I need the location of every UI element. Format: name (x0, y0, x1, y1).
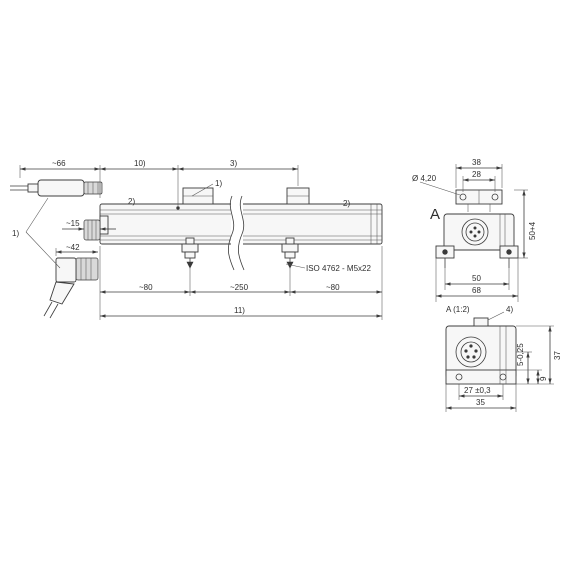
mounting-clamp-1 (181, 237, 199, 269)
dim-hole: Ø 4,20 (412, 174, 437, 183)
dim-width: 35 (476, 398, 485, 407)
dim-feet: 50 (472, 274, 481, 283)
dim-bracket-inner: 28 (472, 170, 481, 179)
side-view: ~66 10) 3) 1) 2) 2) 1) ~15 ~42 ISO 4762 … (10, 159, 383, 320)
label-stroke-right: 2) (343, 199, 350, 208)
dim-base: 68 (472, 286, 481, 295)
dim-end-left: ~80 (139, 283, 153, 292)
label-cable-connectors: 1) (12, 229, 19, 238)
angled-cable-plug (43, 257, 99, 319)
detail-view: A (1:2) 4) 37 5-0,25 9 27 ±0,3 35 (445, 305, 562, 412)
sensor-profile (99, 195, 383, 271)
dim-end-right: ~80 (326, 283, 340, 292)
view-letter: A (430, 206, 440, 223)
dim-connector-offset: ~15 (66, 219, 80, 228)
dim-height: 50+4 (528, 221, 537, 240)
dim-hole-spacing: 27 ±0,3 (464, 386, 491, 395)
dim-3: 3) (230, 159, 237, 168)
slider-2 (286, 187, 310, 205)
dim-angled-connector: ~42 (66, 243, 80, 252)
end-view: A 38 28 Ø 4,20 50+4 50 68 (412, 158, 537, 302)
dim-overall: 11) (234, 306, 245, 315)
dim-mounting-pitch: ~250 (230, 283, 249, 292)
dim-center: 5-0,25 (516, 343, 525, 366)
straight-connector (83, 219, 101, 241)
label-note: 4) (506, 305, 513, 314)
dim-foot: 9 (539, 376, 548, 381)
slider-1 (182, 187, 214, 205)
dim-bracket-outer: 38 (472, 158, 481, 167)
label-stroke-left: 2) (128, 197, 135, 206)
label-slider: 1) (215, 179, 222, 188)
straight-cable-plug (10, 179, 103, 197)
detail-title: A (1:2) (446, 305, 470, 314)
dim-height: 37 (553, 351, 562, 360)
thread-note: ISO 4762 - M5x22 (306, 264, 371, 273)
dim-10: 10) (134, 159, 146, 168)
dim-connector-length: ~66 (52, 159, 66, 168)
